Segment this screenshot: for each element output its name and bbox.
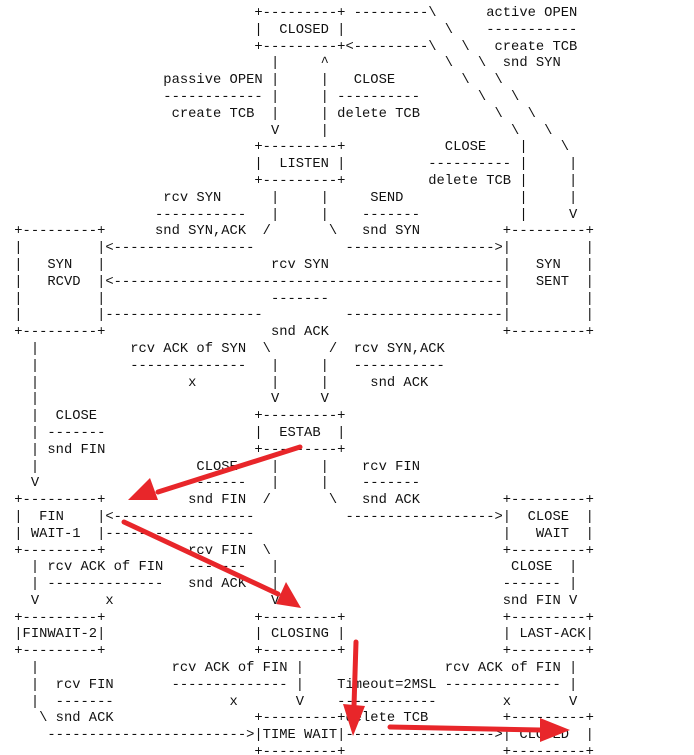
diagram-line: | rcv ACK of SYN \ / rcv SYN,ACK (6, 341, 445, 357)
diagram-line: | |------------------- -----------------… (6, 308, 594, 324)
diagram-line: | |<----------------- ------------------… (6, 241, 594, 257)
diagram-line: | ------- | ESTAB | (6, 425, 346, 441)
diagram-line: \ snd ACK +---------+delete TCB +-------… (6, 711, 594, 727)
diagram-line: +---------+ CLOSE | \ (6, 140, 570, 156)
diagram-line: +---------+ snd ACK +---------+ (6, 325, 594, 341)
ascii-state-diagram: +---------+ ---------\ active OPEN | CLO… (6, 6, 594, 755)
diagram-line: | WAIT-1 |------------------ | WAIT | (6, 526, 594, 542)
diagram-line: | CLOSE | | rcv FIN (6, 459, 420, 475)
diagram-line: V | \ \ (6, 123, 553, 139)
diagram-line: | rcv ACK of FIN ------- | CLOSE | (6, 560, 578, 576)
diagram-line: +---------+ snd SYN,ACK / \ snd SYN +---… (6, 224, 594, 240)
diagram-line: passive OPEN | | CLOSE \ \ (6, 73, 503, 89)
diagram-line: | rcv FIN -------------- | Timeout=2MSL … (6, 677, 578, 693)
diagram-line: | FIN |<----------------- --------------… (6, 509, 594, 525)
diagram-line: | -------------- | | ----------- (6, 358, 445, 374)
diagram-line: rcv SYN | | SEND | | (6, 190, 578, 206)
diagram-line: +---------+ +---------+ (6, 745, 594, 755)
diagram-line: | x | | snd ACK (6, 375, 429, 391)
diagram-line: +---------+ +---------+ +---------+ (6, 644, 594, 660)
diagram-line: | CLOSE +---------+ (6, 409, 346, 425)
diagram-line: +---------+ ---------\ active OPEN (6, 6, 578, 21)
diagram-line: |FINWAIT-2| | CLOSING | | LAST-ACK| (6, 627, 594, 643)
diagram-line: ------------ | | ---------- \ \ (6, 89, 520, 105)
diagram-line: ----------- | | ------- | V (6, 207, 578, 223)
diagram-line: create TCB | | delete TCB \ \ (6, 106, 536, 122)
diagram-line: +---------+ snd FIN / \ snd ACK +-------… (6, 493, 594, 509)
diagram-line: | SYN | rcv SYN | SYN | (6, 257, 594, 273)
diagram-line: | | ------- | | (6, 291, 594, 307)
diagram-line: +---------+ rcv FIN \ +---------+ (6, 543, 594, 559)
diagram-line: | V V (6, 392, 329, 408)
diagram-line: | ^ \ \ snd SYN (6, 56, 561, 72)
diagram-line: +---------+ +---------+ +---------+ (6, 610, 594, 626)
diagram-line: V ------- | | ------- (6, 476, 420, 492)
diagram-line: | rcv ACK of FIN | rcv ACK of FIN | (6, 661, 578, 677)
diagram-line: ------------------------>|TIME WAIT|----… (6, 728, 594, 744)
diagram-line: | ------- x V ------------ x V (6, 694, 578, 710)
diagram-line: | CLOSED | \ ----------- (6, 22, 578, 38)
diagram-line: | LISTEN | ---------- | | (6, 157, 578, 173)
diagram-line: | RCVD |<-------------------------------… (6, 274, 594, 290)
diagram-line: | -------------- snd ACK | ------- | (6, 577, 578, 593)
diagram-line: | snd FIN +---------+ (6, 442, 346, 458)
diagram-line: V x V snd FIN V (6, 593, 578, 609)
diagram-line: +---------+ delete TCB | | (6, 173, 578, 189)
diagram-line: +---------+<---------\ \ create TCB (6, 39, 578, 55)
